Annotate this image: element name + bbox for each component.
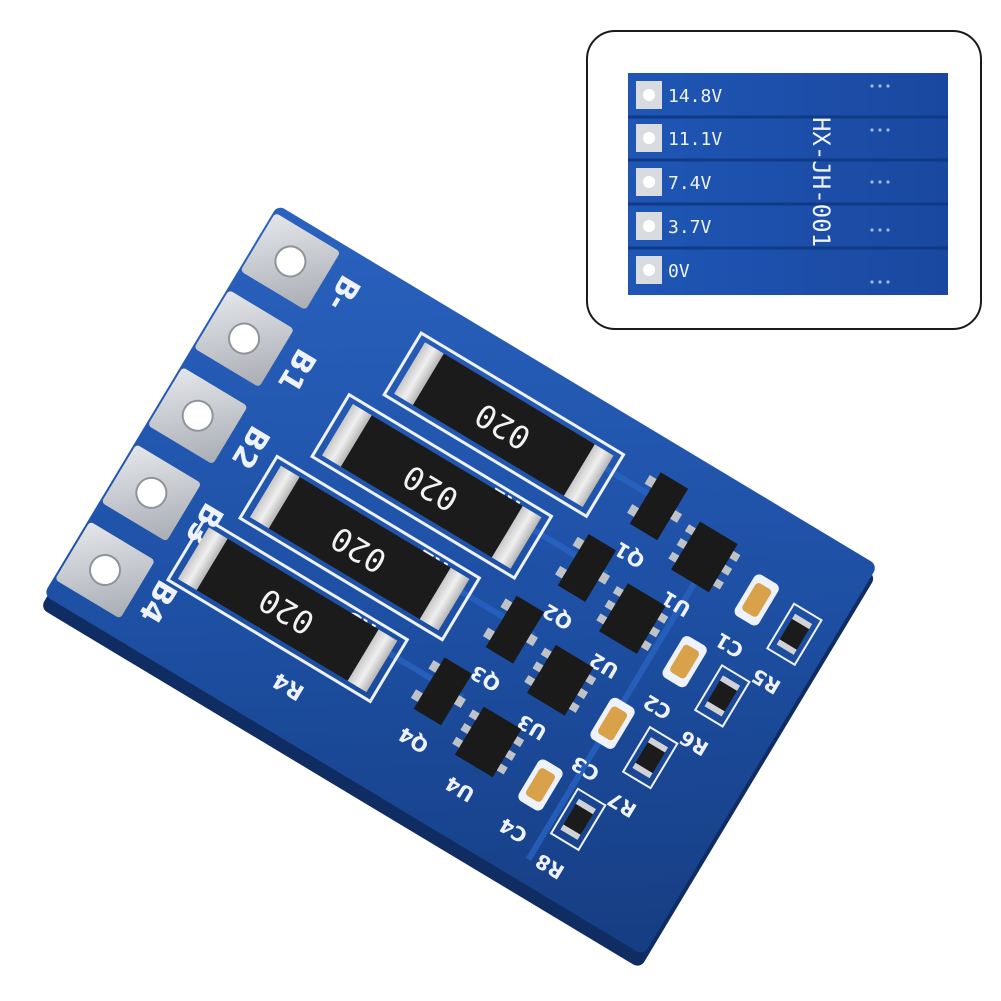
- voltage-label: 7.4V: [668, 173, 712, 194]
- voltage-label: 14.8V: [668, 86, 722, 107]
- resistor-r2: 020 R2: [310, 392, 554, 581]
- model-label: HX-JH-001: [807, 117, 835, 247]
- ics: U1 U2 U3 U4: [441, 521, 741, 807]
- voltage-label: 0V: [668, 261, 690, 282]
- main-pcb: B- B1 B2 B3 B4 020 R1 020 R2: [43, 207, 875, 966]
- inset-pcb: [628, 73, 948, 295]
- inset-panel: 14.8V 11.1V 7.4V 3.7V 0V HX-JH-001: [586, 30, 982, 330]
- voltage-label: 11.1V: [668, 129, 722, 150]
- resistor-r4: 020 R4: [165, 516, 410, 705]
- pad-column: [56, 214, 340, 618]
- mosfets: Q1 Q2 Q3 Q4: [394, 472, 689, 758]
- voltage-label: 3.7V: [668, 217, 712, 238]
